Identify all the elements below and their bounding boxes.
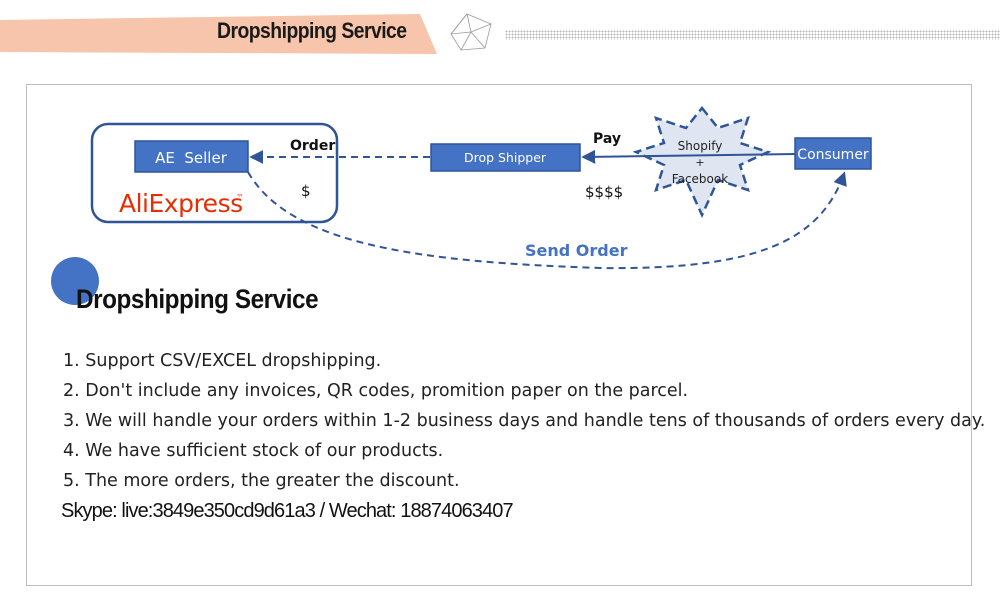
consumer-label: Consumer <box>797 147 869 163</box>
ae-seller-label: AE Seller <box>155 149 228 167</box>
list-item: 3. We will handle your orders within 1-2… <box>63 411 986 431</box>
polygon-gem-icon <box>450 13 492 51</box>
drop-shipper-label: Drop Shipper <box>464 150 547 165</box>
section-title: Dropshipping Service <box>76 284 319 314</box>
drop-shipper-box <box>430 143 581 172</box>
svg-text:™: ™ <box>236 193 244 202</box>
aliexpress-logo: AliExpress ™ <box>119 189 244 218</box>
platform-facebook-label: Facebook <box>672 172 728 186</box>
platform-plus-label: + <box>695 156 704 169</box>
service-points-list: 1. Support CSV/EXCEL dropshipping. 2. Do… <box>63 346 985 496</box>
consumer-box <box>794 137 872 170</box>
ae-seller-box <box>134 140 249 173</box>
list-item: 1. Support CSV/EXCEL dropshipping. <box>63 351 382 371</box>
contact-info: Skype: live:3849e350cd9d61a3 / Wechat: 1… <box>61 500 514 522</box>
platform-shopify-label: Shopify <box>678 139 723 153</box>
dollars-label: $$$$ <box>585 183 623 201</box>
header-divider <box>505 30 1000 40</box>
pay-label: Pay <box>593 131 621 147</box>
send-order-label: Send Order <box>525 241 628 260</box>
pay-arrow <box>581 149 796 164</box>
list-item: 2. Don't include any invoices, QR codes,… <box>63 381 689 401</box>
list-item: 5. The more orders, the greater the disc… <box>63 471 460 491</box>
list-item: 4. We have sufficient stock of our produ… <box>63 441 444 461</box>
dropshipping-flow-diagram: AE Seller AliExpress ™ Order $ Drop Ship… <box>90 105 872 270</box>
header-banner <box>0 14 437 54</box>
send-order-arrow <box>247 171 847 270</box>
dollar-label: $ <box>301 182 311 200</box>
section-bullet-dot <box>51 257 99 305</box>
header-title: Dropshipping Service <box>217 18 407 43</box>
platform-star-badge <box>632 105 772 219</box>
order-label: Order <box>290 138 335 154</box>
svg-text:AliExpress: AliExpress <box>119 189 243 218</box>
seller-group-frame <box>90 122 339 224</box>
